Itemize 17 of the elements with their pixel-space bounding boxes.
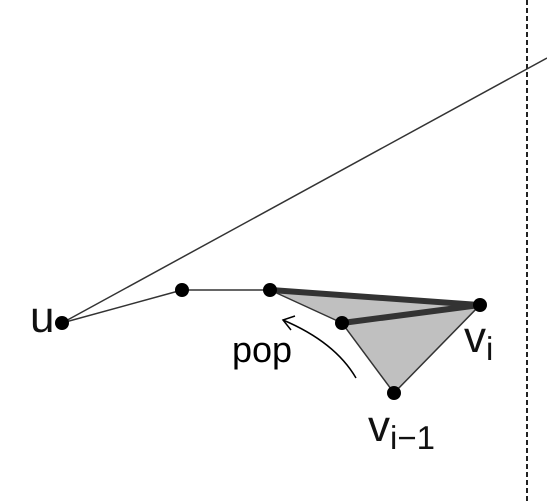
thick-line bbox=[348, 302, 474, 326]
action-label: pop bbox=[232, 332, 292, 368]
point bbox=[473, 298, 487, 312]
point bbox=[55, 316, 69, 330]
point bbox=[263, 283, 277, 297]
line bbox=[344, 327, 392, 389]
line bbox=[68, 290, 176, 322]
point-label: u bbox=[30, 296, 54, 340]
point bbox=[387, 386, 401, 400]
line bbox=[188, 289, 264, 291]
line bbox=[66, 57, 547, 321]
line bbox=[398, 308, 476, 390]
point bbox=[175, 283, 189, 297]
point-label: v$_{i−1}$ bbox=[368, 405, 435, 449]
thick-line bbox=[276, 287, 474, 308]
line bbox=[275, 292, 337, 322]
point-label: v$_{i}$ bbox=[464, 316, 494, 360]
